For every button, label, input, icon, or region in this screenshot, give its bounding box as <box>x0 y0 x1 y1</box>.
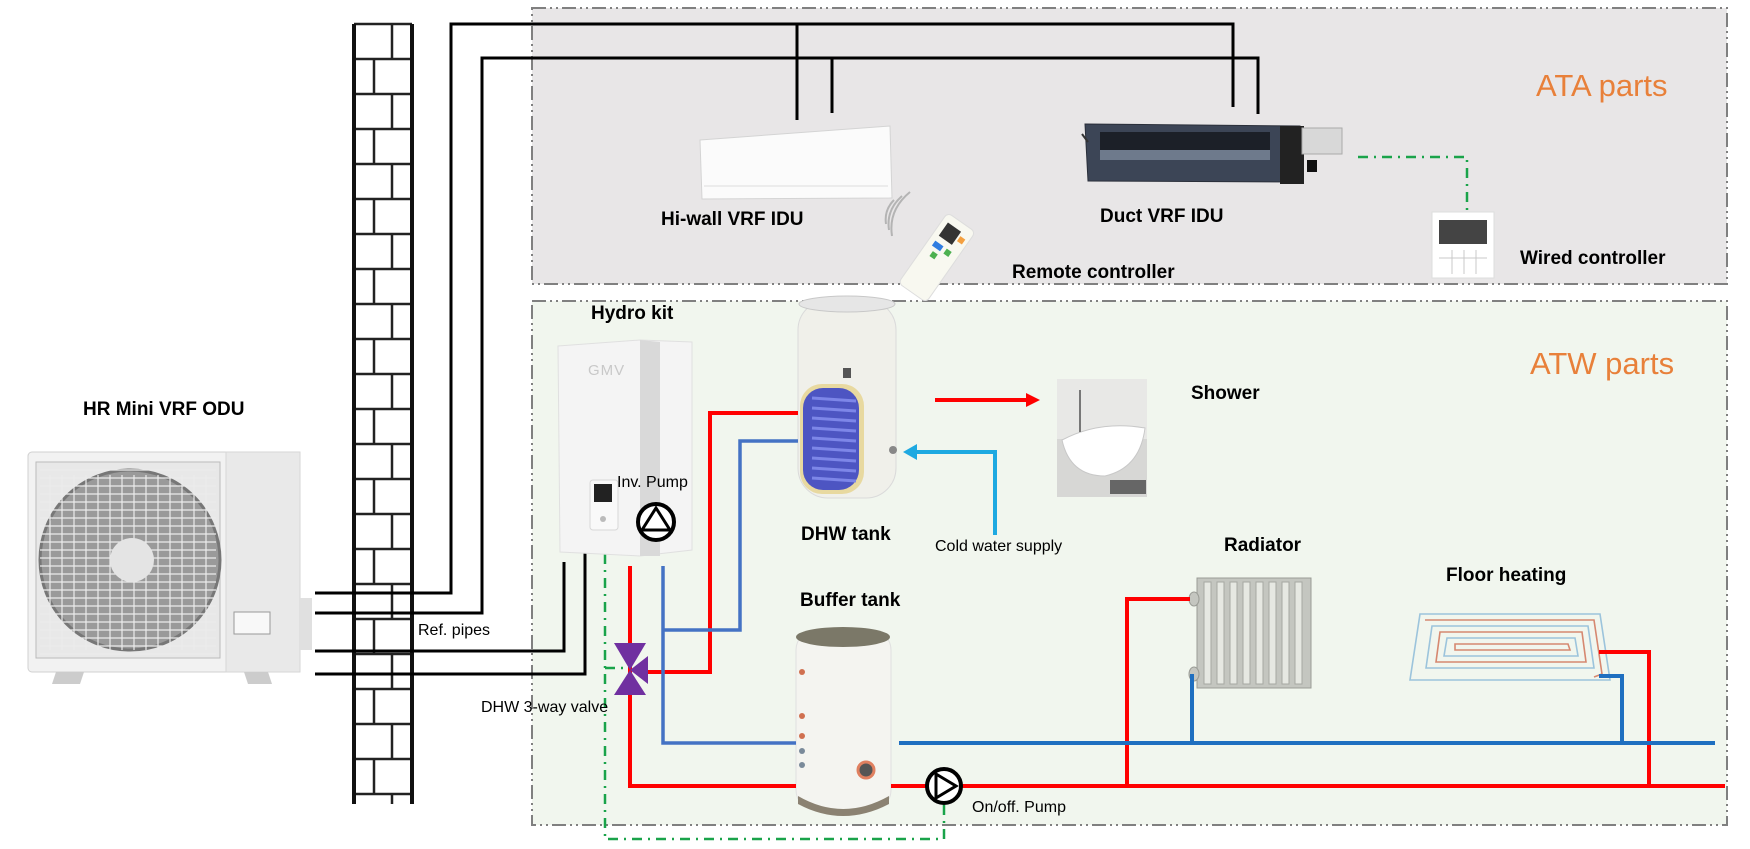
hydrokit-label: Hydro kit <box>591 303 674 324</box>
return-main-pipe <box>899 674 1715 745</box>
control-wires <box>603 155 1469 841</box>
ref-pipes-label: Ref. pipes <box>418 622 491 639</box>
atw-zone-label: ATW parts <box>1530 346 1675 381</box>
three-way-valve-label: DHW 3-way valve <box>481 699 609 716</box>
ata-zone-label: ATA parts <box>1536 68 1668 103</box>
inv-pump-label: Inv. Pump <box>617 474 688 491</box>
odu-unit <box>27 451 312 684</box>
remote-label: Remote controller <box>1012 262 1175 283</box>
floor-heating-label: Floor heating <box>1446 565 1567 586</box>
hot-water-pipes <box>628 411 1725 788</box>
hydrokit-brand: GMV <box>588 362 626 379</box>
return-water-pipes <box>661 439 798 745</box>
three-way-valve-icon <box>614 643 648 695</box>
duct-label: Duct VRF IDU <box>1100 206 1224 227</box>
radiator-label: Radiator <box>1224 535 1302 556</box>
radiator-unit <box>1188 577 1312 689</box>
inv-pump-icon <box>636 502 676 542</box>
buffer-tank-label: Buffer tank <box>800 590 901 611</box>
wired-controller-device <box>1431 211 1495 279</box>
odu-label: HR Mini VRF ODU <box>83 399 245 420</box>
wall <box>352 22 414 804</box>
arrow-right-icon <box>1026 393 1040 407</box>
hiwall-idu <box>699 125 911 237</box>
hiwall-label: Hi-wall VRF IDU <box>661 209 804 230</box>
shower-image <box>1057 379 1147 497</box>
wired-label: Wired controller <box>1520 248 1666 269</box>
floor-heating-unit <box>1409 613 1611 681</box>
remote-controller-device <box>899 214 975 302</box>
cold-water-pipe <box>915 450 997 535</box>
hydro-kit-unit <box>557 339 693 557</box>
onoff-pump-icon <box>925 767 963 805</box>
dhw-tank-label: DHW tank <box>801 524 891 545</box>
buffer-tank-unit <box>795 627 892 816</box>
cold-water-label: Cold water supply <box>935 538 1063 555</box>
refrigerant-pipes <box>315 22 1260 676</box>
onoff-pump-label: On/off. Pump <box>972 799 1066 816</box>
duct-idu <box>1081 123 1343 184</box>
arrow-left-icon <box>903 444 917 460</box>
shower-label: Shower <box>1191 383 1260 404</box>
dhw-tank-unit <box>797 295 897 499</box>
